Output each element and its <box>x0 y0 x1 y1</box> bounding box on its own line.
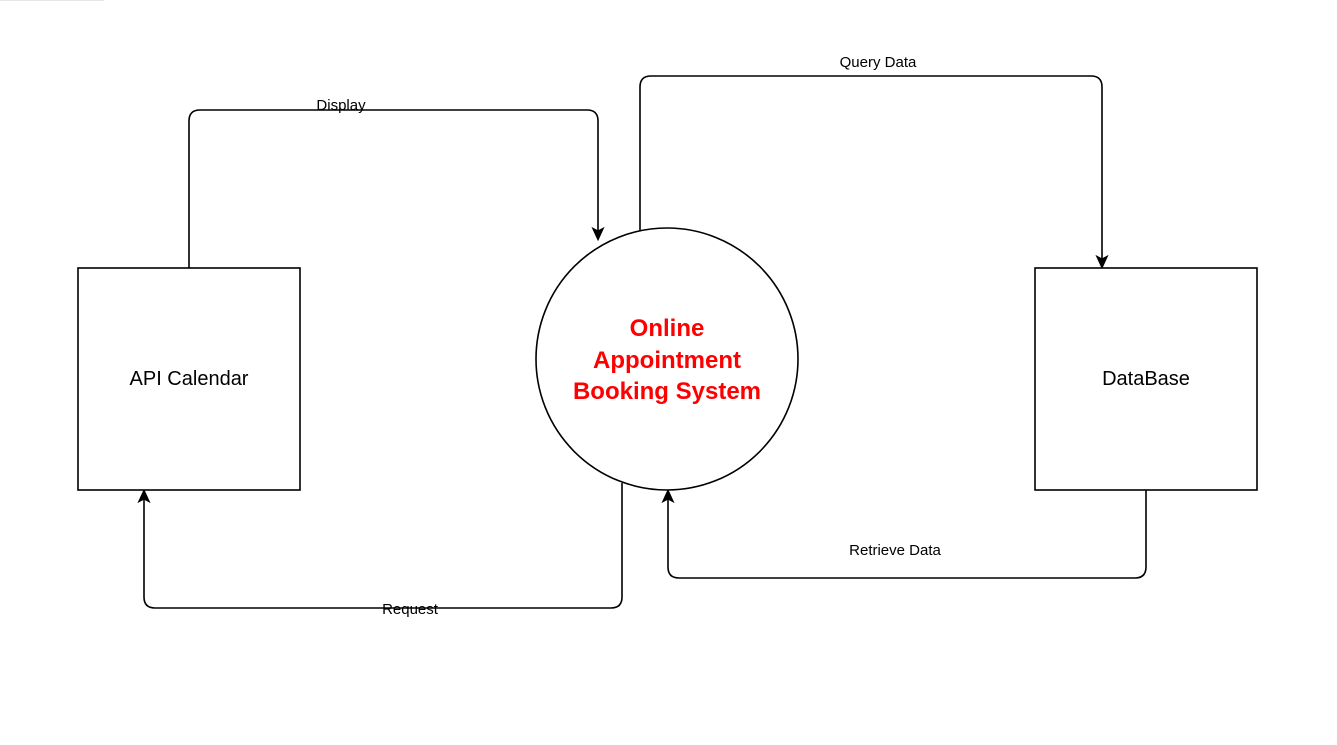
flow-retrieve-data[interactable] <box>661 488 1147 579</box>
arrowhead-request <box>137 488 151 504</box>
flow-display[interactable] <box>188 109 605 268</box>
flow-query-data[interactable] <box>639 75 1109 270</box>
flow-request-label: Request <box>382 601 439 618</box>
flow-display-label: Display <box>316 97 366 114</box>
flow-request[interactable] <box>137 483 623 609</box>
process-node[interactable]: Online Appointment Booking System <box>535 227 799 491</box>
flow-retrieve-data-label: Retrieve Data <box>849 542 941 559</box>
entity-api-calendar-label: API Calendar <box>130 368 249 390</box>
flow-query-data-label: Query Data <box>840 54 917 71</box>
process-label-line-2: Appointment <box>593 347 741 374</box>
entity-api-calendar[interactable]: API Calendar <box>77 267 301 491</box>
process-label-line-1: Online <box>630 315 705 342</box>
canvas-edge-mark <box>0 0 104 1</box>
arrowhead-retrieve-data <box>661 488 675 504</box>
arrowhead-display <box>591 226 605 242</box>
entity-database[interactable]: DataBase <box>1034 267 1258 491</box>
entity-database-label: DataBase <box>1102 368 1190 390</box>
arrowhead-query-data <box>1095 254 1109 270</box>
process-label-line-3: Booking System <box>573 378 761 405</box>
